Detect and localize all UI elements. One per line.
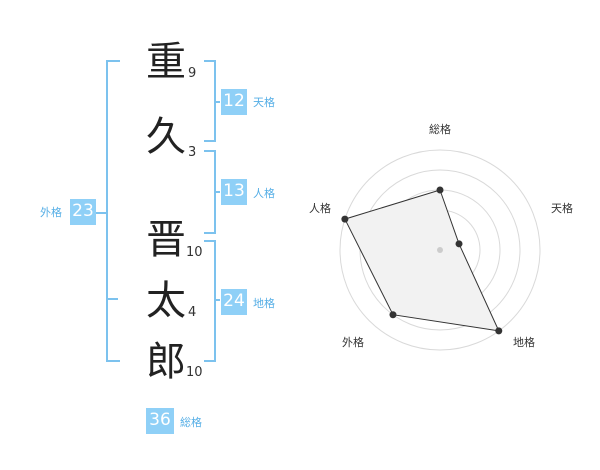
chi-value: 24 <box>221 289 247 315</box>
radar-point-4 <box>389 311 397 319</box>
stroke-count-1: 9 <box>188 66 197 81</box>
name-char-3: 晋 <box>146 217 186 263</box>
radar-points <box>341 186 503 335</box>
stroke-count-5: 10 <box>186 365 203 380</box>
jin-bracket-stem <box>214 191 220 193</box>
radar-axis-label-chi: 地格 <box>513 335 535 349</box>
jin-value: 13 <box>221 179 247 205</box>
radar-point-2 <box>455 240 463 248</box>
stroke-count-2: 3 <box>188 145 197 160</box>
ten-bracket-stem <box>214 101 220 103</box>
outer-bracket-stem <box>96 212 106 214</box>
name-char-5: 郎 <box>146 339 186 385</box>
chi-label: 地格 <box>253 297 275 310</box>
chi-bracket-stem <box>214 299 220 301</box>
sou-label: 総格 <box>180 416 202 429</box>
chi-bracket <box>204 240 216 362</box>
radar-polygon <box>344 189 500 332</box>
name-char-1: 重 <box>146 39 186 85</box>
radar-center-dot <box>437 247 443 253</box>
radar-axis-label-jin: 人格 <box>309 201 331 215</box>
name-char-2: 久 <box>146 114 186 160</box>
gai-label: 外格 <box>40 206 62 219</box>
gai-value: 23 <box>70 199 96 225</box>
ten-label: 天格 <box>253 96 275 109</box>
radar-point-5 <box>341 215 349 223</box>
jin-label: 人格 <box>253 187 275 200</box>
stroke-count-4: 4 <box>188 305 197 320</box>
sou-value: 36 <box>146 408 174 434</box>
radar-point-3 <box>495 327 503 335</box>
stroke-count-3: 10 <box>186 245 203 260</box>
radar-ring <box>339 149 541 351</box>
radar-axis-label-sou: 総格 <box>429 122 451 136</box>
name-char-4: 太 <box>146 278 186 324</box>
outer-bracket-tick <box>106 298 118 300</box>
radar-point-1 <box>436 186 444 194</box>
ten-value: 12 <box>221 89 247 115</box>
radar-axis-label-gai: 外格 <box>342 335 364 349</box>
radar-chart: 総格 天格 地格 外格 人格 <box>309 122 573 351</box>
outer-bracket <box>106 60 120 362</box>
radar-axis-label-ten: 天格 <box>551 201 573 215</box>
